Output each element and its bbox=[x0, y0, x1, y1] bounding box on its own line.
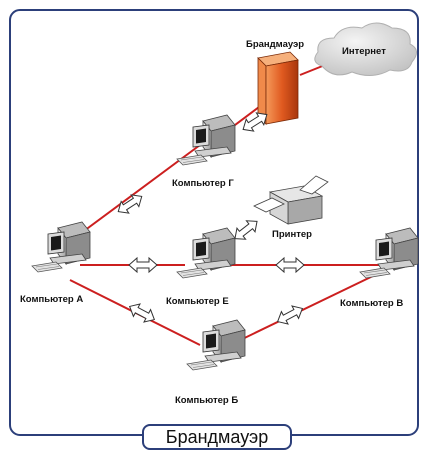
label-computer-a: Компьютер А bbox=[20, 294, 83, 305]
computer-icon-v bbox=[359, 227, 419, 279]
label-internet: Интернет bbox=[342, 46, 386, 57]
caption-box: Брандмауэр bbox=[142, 424, 292, 450]
link-b-v bbox=[229, 274, 376, 346]
printer-icon bbox=[253, 175, 329, 225]
firewall-icon bbox=[257, 51, 299, 125]
label-printer: Принтер bbox=[272, 229, 312, 240]
computer-icon-b bbox=[186, 319, 246, 371]
label-firewall: Брандмауэр bbox=[246, 39, 304, 50]
computer-icon-e bbox=[176, 227, 236, 279]
label-computer-g: Компьютер Г bbox=[172, 178, 234, 189]
label-computer-b: Компьютер Б bbox=[175, 395, 238, 406]
caption-title: Брандмауэр bbox=[165, 426, 269, 447]
double-arrow-icon bbox=[273, 301, 307, 329]
label-computer-v: Компьютер В bbox=[340, 298, 403, 309]
computer-icon-g bbox=[176, 114, 236, 166]
double-arrow-icon bbox=[128, 257, 158, 273]
double-arrow-icon bbox=[275, 257, 305, 273]
cloud-icon bbox=[314, 22, 417, 76]
label-computer-e: Компьютер Е bbox=[166, 296, 229, 307]
